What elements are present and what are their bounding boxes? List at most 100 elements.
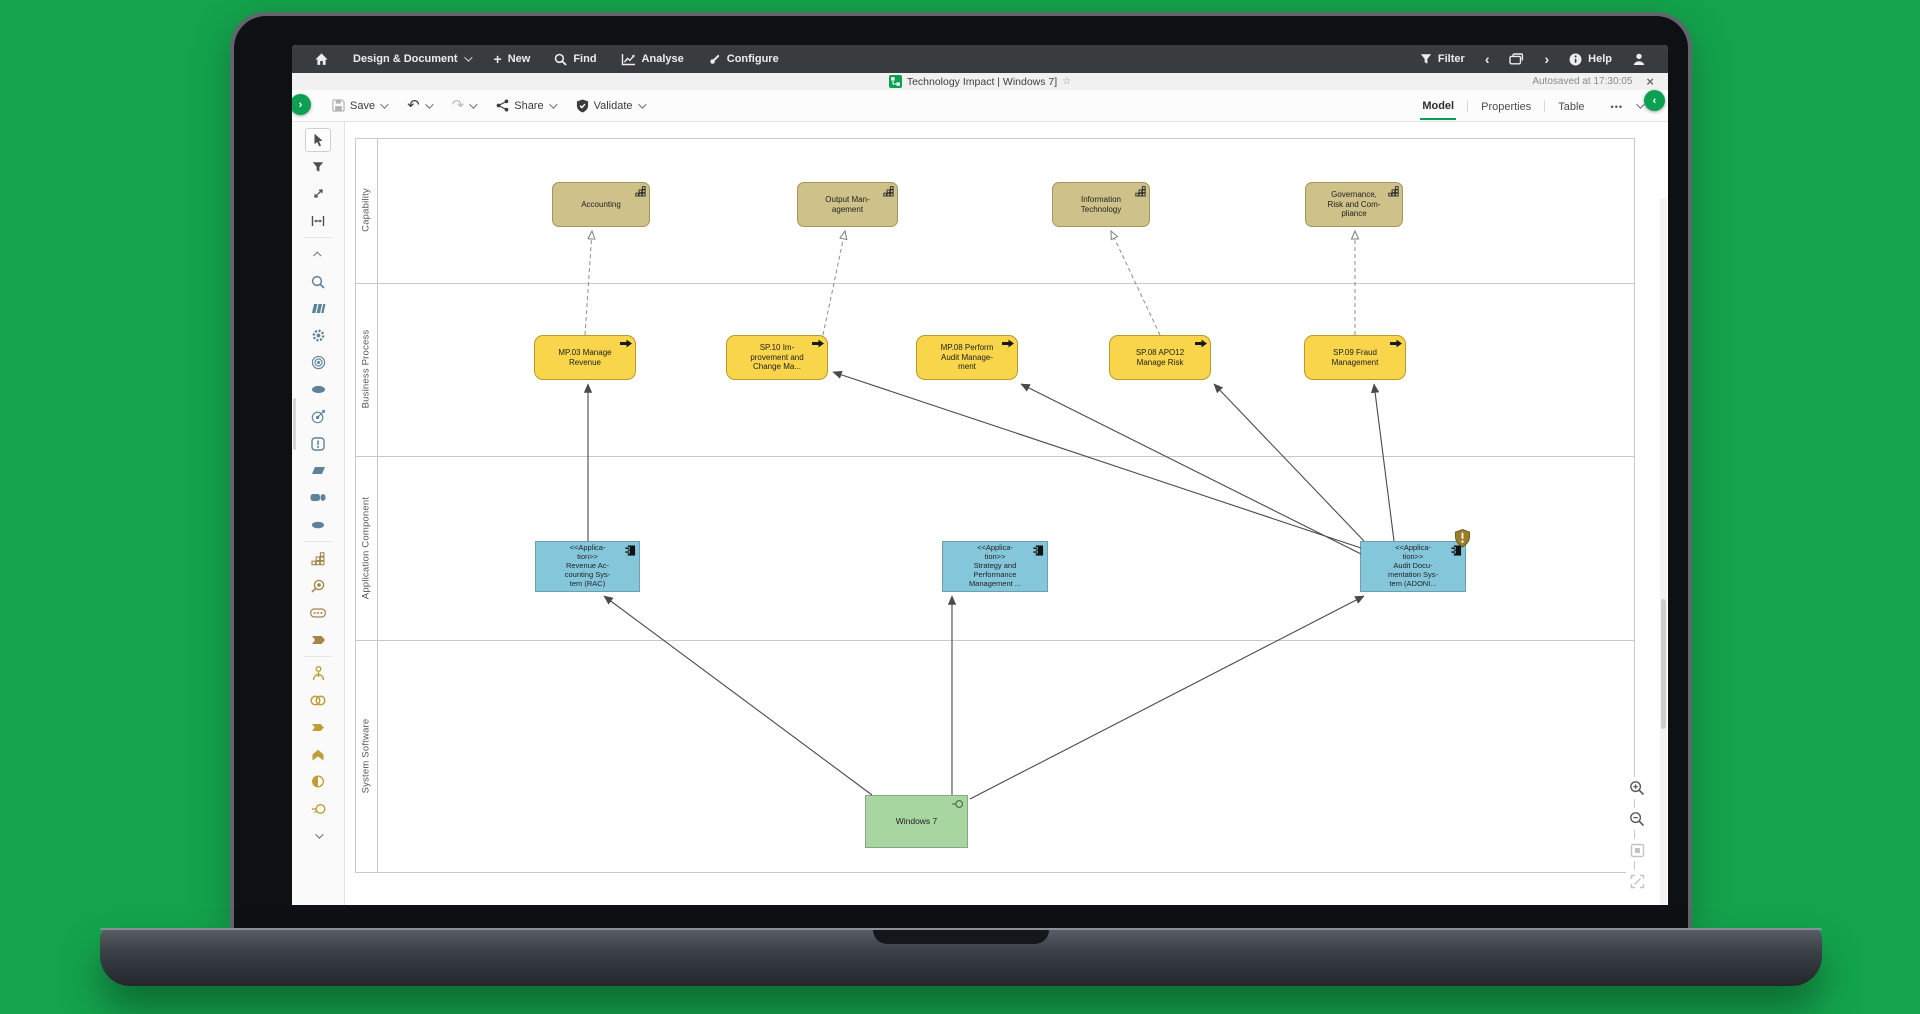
system-software-box-windows7[interactable]: Windows 7	[865, 795, 968, 848]
tool-parallelogram[interactable]	[305, 459, 331, 483]
laptop-screen: Design & Document + New Find	[292, 45, 1668, 905]
lane-label-system-software: System Software	[360, 718, 372, 794]
expand-right-panel-button[interactable]: ‹	[1644, 90, 1665, 111]
app-window: Design & Document + New Find	[292, 45, 1668, 905]
process-box-sp09-fraud-management[interactable]: SP.09 Fraud Management	[1304, 335, 1406, 380]
zoom-reset-button[interactable]	[1626, 839, 1648, 861]
menu-configure[interactable]: Configure	[708, 53, 779, 66]
tool-risk[interactable]	[305, 432, 331, 456]
pointer-tool[interactable]	[305, 127, 331, 152]
save-button[interactable]: Save	[332, 99, 389, 112]
zoom-in-button[interactable]	[1626, 777, 1648, 799]
tool-capsule[interactable]	[305, 601, 331, 625]
application-box-audit-documentation-system[interactable]: <<Applica- tion>> Audit Docu- mentation …	[1360, 541, 1466, 592]
menu-design-document[interactable]: Design & Document	[353, 53, 473, 65]
diagram-canvas[interactable]: Capability Business Process Application …	[345, 122, 1668, 884]
capability-blocks-icon	[1388, 186, 1399, 197]
capability-box-output-management[interactable]: Output Man- agement	[797, 182, 898, 227]
nav-forward-button[interactable]: ›	[1544, 51, 1550, 67]
connector-tool[interactable]	[305, 182, 331, 206]
model-title-bar: Technology Impact | Windows 7] ☆ Autosav…	[292, 73, 1668, 90]
application-box-revenue-accounting-system[interactable]: <<Applica- tion>> Revenue Ac- counting S…	[535, 541, 640, 592]
process-box-mp08-perform-audit[interactable]: MP.08 Perform Audit Manage- ment	[916, 335, 1018, 380]
spacing-tool[interactable]	[305, 209, 331, 233]
tool-gear[interactable]	[305, 324, 331, 348]
process-label: MP.08 Perform Audit Manage- ment	[940, 343, 994, 372]
user-profile-button[interactable]	[1632, 52, 1646, 66]
tab-properties[interactable]: Properties	[1481, 100, 1532, 113]
favorite-star-icon[interactable]: ☆	[1062, 76, 1072, 87]
tool-lanes[interactable]	[305, 297, 331, 321]
tool-datastore[interactable]	[305, 486, 331, 510]
tool-rings[interactable]	[305, 689, 331, 713]
process-box-mp03-manage-revenue[interactable]: MP.03 Manage Revenue	[534, 335, 636, 380]
tool-banner[interactable]	[305, 628, 331, 652]
share-icon	[496, 99, 509, 112]
half-circle-icon	[312, 775, 324, 788]
tool-target[interactable]	[305, 351, 331, 375]
filter-button[interactable]: Filter	[1420, 53, 1465, 65]
tool-tag[interactable]	[305, 716, 331, 740]
validate-chevron-icon	[637, 99, 647, 109]
target-icon	[311, 355, 325, 370]
tool-analysis[interactable]	[305, 574, 331, 598]
validate-button[interactable]: Validate	[576, 99, 647, 113]
menu-analyse[interactable]: Analyse	[621, 53, 684, 66]
zoom-out-button[interactable]	[1626, 808, 1648, 830]
process-box-sp08-apo12-manage-risk[interactable]: SP.08 APO12 Manage Risk	[1109, 335, 1211, 380]
tool-goal[interactable]	[305, 405, 331, 429]
component-icon	[625, 545, 636, 556]
help-button[interactable]: Help	[1569, 53, 1612, 66]
spacing-icon	[311, 215, 325, 226]
tool-actor[interactable]	[305, 662, 331, 686]
model-title-group: Technology Impact | Windows 7] ☆	[888, 75, 1072, 88]
undo-button[interactable]: ↶	[407, 98, 434, 113]
zoom-out-icon	[1630, 812, 1645, 827]
capability-blocks-icon	[883, 186, 894, 197]
share-button[interactable]: Share	[496, 99, 558, 112]
process-box-sp10-improvement-change[interactable]: SP.10 Im- provement and Change Ma...	[726, 335, 828, 380]
capability-box-accounting[interactable]: Accounting	[552, 182, 650, 227]
capability-box-information-technology[interactable]: Information Technology	[1052, 182, 1150, 227]
magnifier-dot-icon	[311, 579, 325, 593]
funnel-icon	[312, 161, 324, 172]
scroll-down-button[interactable]	[305, 824, 331, 848]
scroll-up-button[interactable]	[305, 243, 331, 267]
zoom-in-icon	[1630, 781, 1645, 796]
tool-search[interactable]	[305, 270, 331, 294]
nav-back-button[interactable]: ‹	[1484, 51, 1490, 67]
lollipop-icon	[311, 803, 326, 814]
tool-half-circle[interactable]	[305, 770, 331, 794]
editor-toolbar-left: Save ↶ ↷ Share	[292, 98, 658, 113]
panel-resize-handle[interactable]	[293, 398, 296, 450]
laptop-base-notch	[873, 930, 1049, 944]
more-tabs-button[interactable]: •••	[1610, 101, 1623, 112]
save-label: Save	[350, 99, 376, 112]
vertical-scrollbar[interactable]	[1660, 199, 1667, 905]
application-box-strategy-performance-management[interactable]: <<Applica- tion>> Strategy and Performan…	[942, 541, 1048, 592]
modeling-toolbox	[292, 122, 345, 905]
validation-warning-badge[interactable]	[1455, 529, 1470, 551]
windows-switcher-button[interactable]	[1509, 53, 1524, 65]
redo-button[interactable]: ↷	[452, 98, 478, 113]
tool-capability[interactable]	[305, 547, 331, 571]
close-model-button[interactable]: ×	[1646, 74, 1654, 89]
chart-icon	[621, 53, 635, 65]
component-icon	[1033, 545, 1044, 556]
vertical-scrollbar-thumb[interactable]	[1661, 599, 1666, 729]
filter-tool[interactable]	[305, 155, 331, 179]
capability-box-governance-risk-compliance[interactable]: Governance, Risk and Com- pliance	[1305, 182, 1403, 227]
expand-left-panel-button[interactable]: ›	[292, 94, 311, 115]
model-type-icon	[888, 75, 902, 88]
title-bar-right: Autosaved at 17:30:05 ×	[1532, 73, 1654, 90]
menu-find[interactable]: Find	[554, 53, 597, 66]
tool-interface[interactable]	[305, 797, 331, 821]
tab-model[interactable]: Model	[1420, 92, 1457, 120]
tab-table[interactable]: Table	[1558, 100, 1585, 113]
tool-bookmark[interactable]	[305, 743, 331, 767]
tool-event[interactable]	[305, 513, 331, 537]
tool-ellipse[interactable]	[305, 378, 331, 402]
menu-new[interactable]: + New	[494, 52, 531, 66]
home-icon[interactable]	[314, 52, 329, 66]
fit-to-window-button[interactable]	[1626, 870, 1648, 892]
